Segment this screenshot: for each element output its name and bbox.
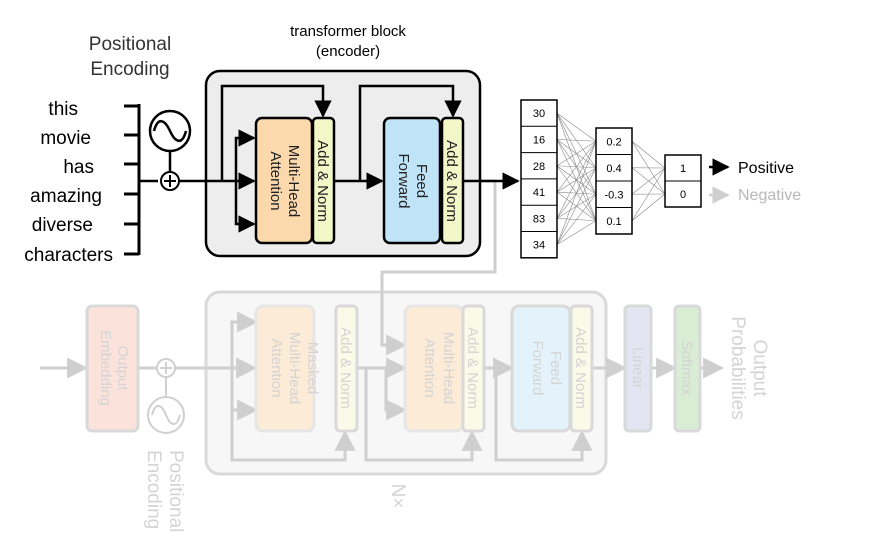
neuron-value: 41	[533, 187, 545, 199]
masked-mha-box	[254, 304, 316, 433]
decoder-mha-label-2: Attention	[421, 338, 438, 397]
output-probabilities-label-2: Probabilities	[727, 316, 748, 420]
ff-box	[382, 116, 442, 245]
nn-edge	[631, 167, 666, 195]
neuron-value: 30	[533, 108, 545, 120]
decoder-pos-enc-label-2: Encoding	[143, 450, 164, 529]
nn-edge	[631, 141, 666, 169]
neuron-value: 0	[680, 189, 686, 201]
neuron-value: 16	[533, 134, 545, 146]
nn-edge	[631, 167, 666, 221]
pos-enc-label-1: Positional	[89, 34, 171, 55]
layer-2: 0.2 0.4 -0.3 0.1	[595, 127, 633, 235]
nn-edge	[556, 141, 597, 193]
mha-label-2: Attention	[267, 151, 284, 210]
nx-label: N×	[387, 484, 408, 509]
masked-mha-label-3: Attention	[268, 338, 285, 397]
decoder-addnorm-2-label: Add & Norm	[464, 327, 481, 409]
addnorm-label-1: Add & Norm	[314, 140, 331, 222]
encoder-title-2: (encoder)	[316, 43, 380, 60]
nn-edge	[556, 112, 597, 142]
addnorm-box-1	[311, 116, 336, 245]
neuron-value: 0.2	[606, 136, 621, 148]
layer-3: 10	[664, 154, 702, 208]
addnorm-label-2: Add & Norm	[443, 140, 460, 222]
label-positive: Positive	[738, 160, 794, 177]
output-embedding-label-2: Embedding	[97, 330, 114, 406]
nn-connections	[556, 112, 666, 245]
input-word: movie	[40, 128, 91, 149]
input-word: has	[63, 157, 94, 178]
neuron-value: 0.4	[606, 163, 621, 175]
decoder-ff-label-2: Forward	[529, 340, 546, 395]
masked-mha-label-2: Multi-Head	[286, 332, 303, 405]
neuron-value: 34	[533, 240, 545, 252]
nn-edge	[556, 140, 597, 167]
decoder-addnorm-1	[334, 304, 359, 433]
input-word: characters	[24, 245, 113, 266]
addnorm-box-2	[440, 116, 465, 245]
neuron-value: 1	[680, 163, 686, 175]
encoder-title-1: transformer block	[290, 23, 406, 40]
encoder: transformer block (encoder) Positional E…	[24, 23, 520, 266]
output-embedding-label-1: Output	[114, 345, 131, 391]
decoder-addnorm-3	[569, 304, 594, 433]
softmax-label: Softmax	[678, 340, 695, 396]
masked-mha-label-1: Masked	[304, 342, 321, 395]
decoder-mha-label-1: Multi-Head	[440, 332, 457, 405]
nn-edge	[556, 194, 597, 245]
nn-edge	[556, 141, 597, 245]
decoder-addnorm-2	[461, 304, 486, 433]
input-word: amazing	[30, 186, 102, 207]
nn-edge	[556, 141, 597, 219]
linear-label: Linear	[629, 347, 646, 389]
neuron-value: 83	[533, 213, 545, 225]
ff-label-2: Forward	[395, 153, 412, 208]
pos-enc-label-2: Encoding	[90, 59, 169, 80]
decoder-faded: Output Embedding Masked Multi-Head Atten…	[40, 179, 770, 532]
label-negative: Negative	[738, 187, 801, 204]
nn-edge	[556, 139, 597, 142]
softmax-box	[673, 304, 702, 433]
neuron-value: -0.3	[605, 189, 624, 201]
output-embedding-box	[85, 304, 140, 433]
mha-label-1: Multi-Head	[285, 145, 302, 218]
layer-1: 30 16 28 41 83 34	[520, 99, 558, 259]
decoder-ff-label-1: Feed	[547, 351, 564, 385]
nn-edge	[556, 167, 597, 245]
decoder-pos-enc-label-1: Positional	[165, 450, 186, 532]
nn-edge	[556, 220, 597, 245]
ff-label-1: Feed	[413, 164, 430, 198]
decoder-addnorm-1-label: Add & Norm	[337, 327, 354, 409]
decoder-addnorm-3-label: Add & Norm	[572, 327, 589, 409]
neuron-value: 28	[533, 161, 545, 173]
input-word: diverse	[32, 215, 93, 236]
input-word: this	[48, 99, 78, 120]
output-probabilities-label-1: Output	[749, 339, 770, 397]
neuron-value: 0.1	[606, 216, 621, 228]
linear-box	[623, 304, 653, 433]
nn-edge	[631, 193, 666, 221]
